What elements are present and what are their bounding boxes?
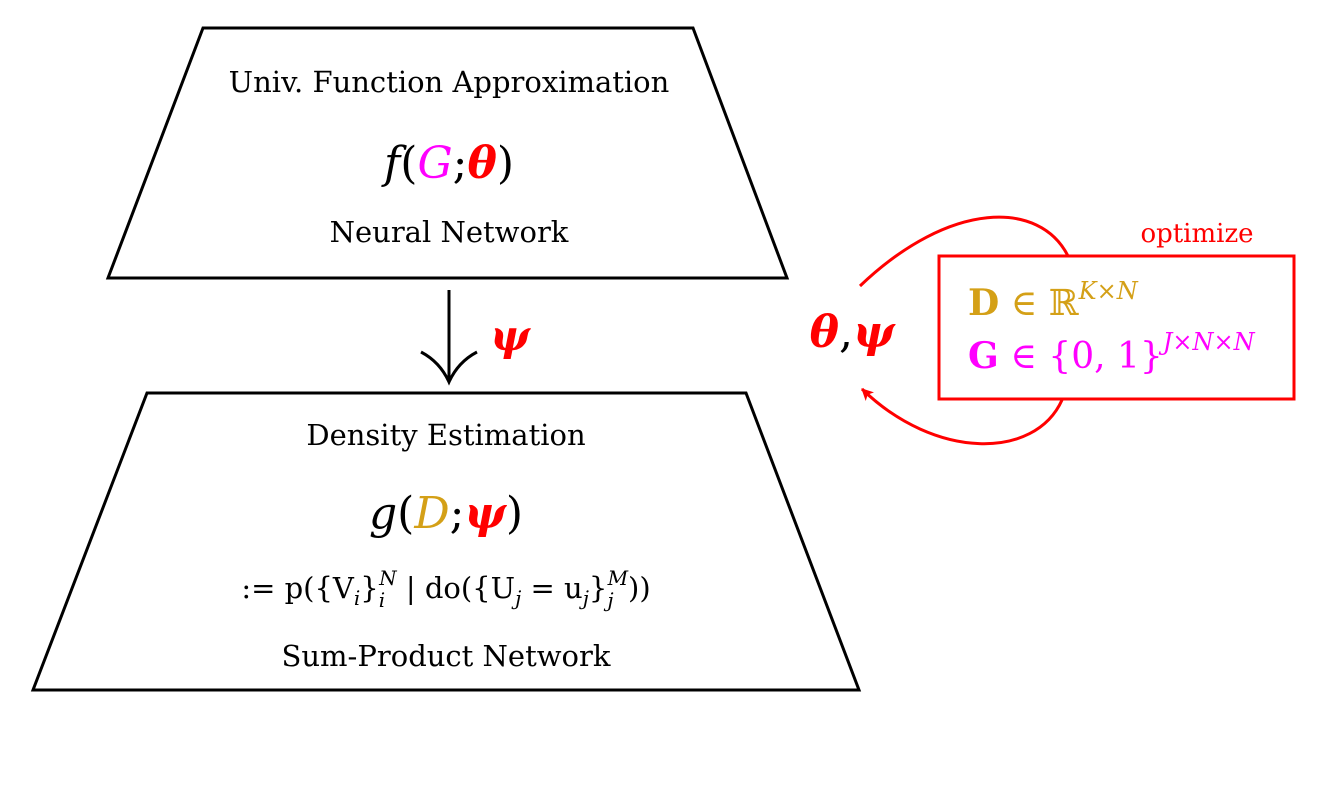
optimize-d-line: D ∈ ℝK×N xyxy=(968,277,1139,324)
def-part-5: } xyxy=(589,571,607,605)
bottom-block-formula: g(D;ψ) xyxy=(369,488,523,539)
def-sub-j3: j xyxy=(603,588,613,612)
formula-semicolon: ; xyxy=(453,138,468,189)
formula-g: g xyxy=(369,488,397,539)
def-part-3: | do({U xyxy=(397,571,515,605)
g-superscript: J×N×N xyxy=(1158,328,1256,356)
top-block-heading: Univ. Function Approximation xyxy=(229,65,670,99)
bottom-block-caption: Sum-Product Network xyxy=(282,639,611,673)
optimize-out-arc xyxy=(858,215,1070,288)
down-arrow-head xyxy=(420,350,478,386)
def-part-6: )) xyxy=(628,571,651,605)
def-part-2: } xyxy=(360,571,378,605)
sum-product-network-block xyxy=(30,391,862,692)
top-block-caption: Neural Network xyxy=(330,215,569,249)
def-sup-N: N xyxy=(378,566,398,590)
g-symbol: G xyxy=(968,335,999,377)
bottom-block-heading: Density Estimation xyxy=(306,418,585,452)
optimize-return-arc xyxy=(860,387,1064,446)
neural-network-block xyxy=(105,26,790,280)
formula-close-paren: ) xyxy=(506,488,523,539)
def-sub-i2: i xyxy=(379,588,385,612)
def-part-4: = u xyxy=(521,571,582,605)
formula-open-paren: ( xyxy=(400,138,417,189)
param-comma: , xyxy=(839,307,853,358)
def-sub-j: j xyxy=(511,586,521,610)
d-symbol: D xyxy=(968,282,999,324)
parameters-theta-psi: θ,ψ xyxy=(810,307,896,358)
def-part-1: := p({V xyxy=(241,571,355,605)
param-theta: θ xyxy=(810,307,840,358)
def-sub-j2: j xyxy=(579,586,589,610)
down-arrow-psi-label: ψ xyxy=(490,311,531,360)
optimize-g-line: G ∈ {0, 1}J×N×N xyxy=(968,328,1256,377)
top-block-formula: f(G;θ) xyxy=(381,138,514,189)
def-sub-i: i xyxy=(354,586,360,610)
bottom-block-definition: := p({Vi}iN | do({Uj = uj}jM)) xyxy=(241,566,650,612)
optimization-variables-box xyxy=(937,254,1296,401)
param-psi: ψ xyxy=(853,307,896,358)
formula-arg-D: D xyxy=(413,488,449,539)
d-superscript: K×N xyxy=(1078,277,1139,305)
formula-arg-psi: ψ xyxy=(464,488,507,539)
g-in-binary: ∈ {0, 1} xyxy=(999,336,1163,377)
formula-arg-theta: θ xyxy=(467,138,497,189)
formula-open-paren: ( xyxy=(397,488,414,539)
def-sup-M: M xyxy=(607,566,629,590)
d-in-real: ∈ ℝ xyxy=(999,283,1080,324)
formula-close-paren: ) xyxy=(497,138,514,189)
optimize-label: optimize xyxy=(1140,219,1253,249)
formula-arg-G: G xyxy=(417,138,452,189)
formula-semicolon: ; xyxy=(450,488,465,539)
